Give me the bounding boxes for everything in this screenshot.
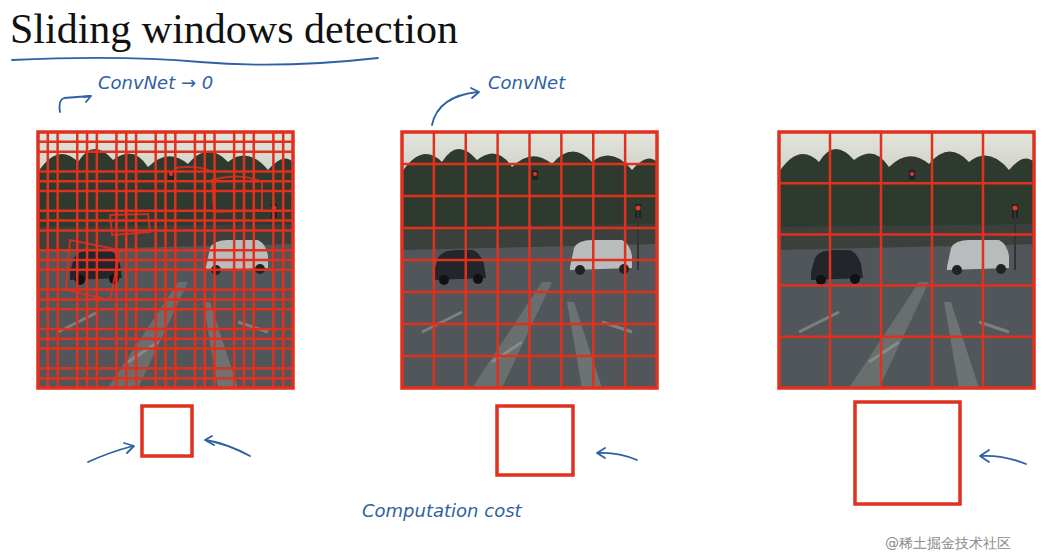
grid-line	[982, 132, 985, 388]
street-photo	[779, 132, 1034, 388]
hand-arrow	[471, 88, 479, 98]
grid-line	[38, 259, 293, 262]
hand-arrow	[597, 448, 605, 458]
hand-arrow	[60, 96, 91, 112]
grid-line	[880, 132, 883, 388]
grid-line	[402, 291, 657, 294]
hand-arrow	[206, 440, 250, 456]
hand-note: ConvNet	[488, 72, 565, 94]
hand-note: Computation cost	[362, 500, 522, 522]
grid-border	[779, 132, 1034, 388]
grid-line	[203, 132, 206, 388]
grid-line	[624, 132, 627, 388]
grid-line	[402, 355, 657, 358]
grid-border	[402, 132, 657, 388]
grid-line	[282, 132, 285, 388]
grid-line	[243, 132, 246, 388]
grid-line	[779, 182, 1034, 185]
hand-arrow	[84, 96, 91, 102]
grid-border	[38, 132, 293, 388]
hand-arrow	[205, 436, 214, 445]
window-scribble	[66, 240, 120, 300]
window-scribbles	[66, 167, 262, 300]
grid-line	[829, 132, 832, 388]
hand-arrow	[432, 92, 478, 125]
grid-line	[402, 323, 657, 326]
grid-line	[38, 298, 293, 301]
window-scribble	[110, 214, 150, 235]
street-photo	[402, 132, 657, 388]
grid-line	[592, 132, 595, 388]
window-box	[497, 406, 573, 475]
grid-line	[931, 132, 934, 388]
window-scribble	[175, 167, 212, 172]
window-box	[855, 402, 960, 504]
hand-arrow	[88, 446, 133, 462]
title-underline	[12, 58, 378, 65]
grid-line	[38, 338, 293, 341]
slide-title: Sliding windows detection	[10, 6, 458, 52]
street-photo	[38, 132, 293, 388]
grid-line	[779, 284, 1034, 287]
grid-line	[402, 259, 657, 262]
hand-arrow	[981, 456, 1026, 464]
hand-arrow	[124, 443, 134, 453]
grid-line	[779, 336, 1034, 339]
window-scribble	[212, 176, 262, 212]
grid-line	[779, 233, 1034, 236]
watermark: @稀土掘金技术社区	[885, 535, 1011, 552]
grid-line	[560, 132, 563, 388]
hand-arrow	[980, 450, 989, 462]
grid-line	[38, 377, 293, 380]
window-box	[142, 406, 192, 456]
hand-note: ConvNet → 0	[98, 72, 213, 94]
